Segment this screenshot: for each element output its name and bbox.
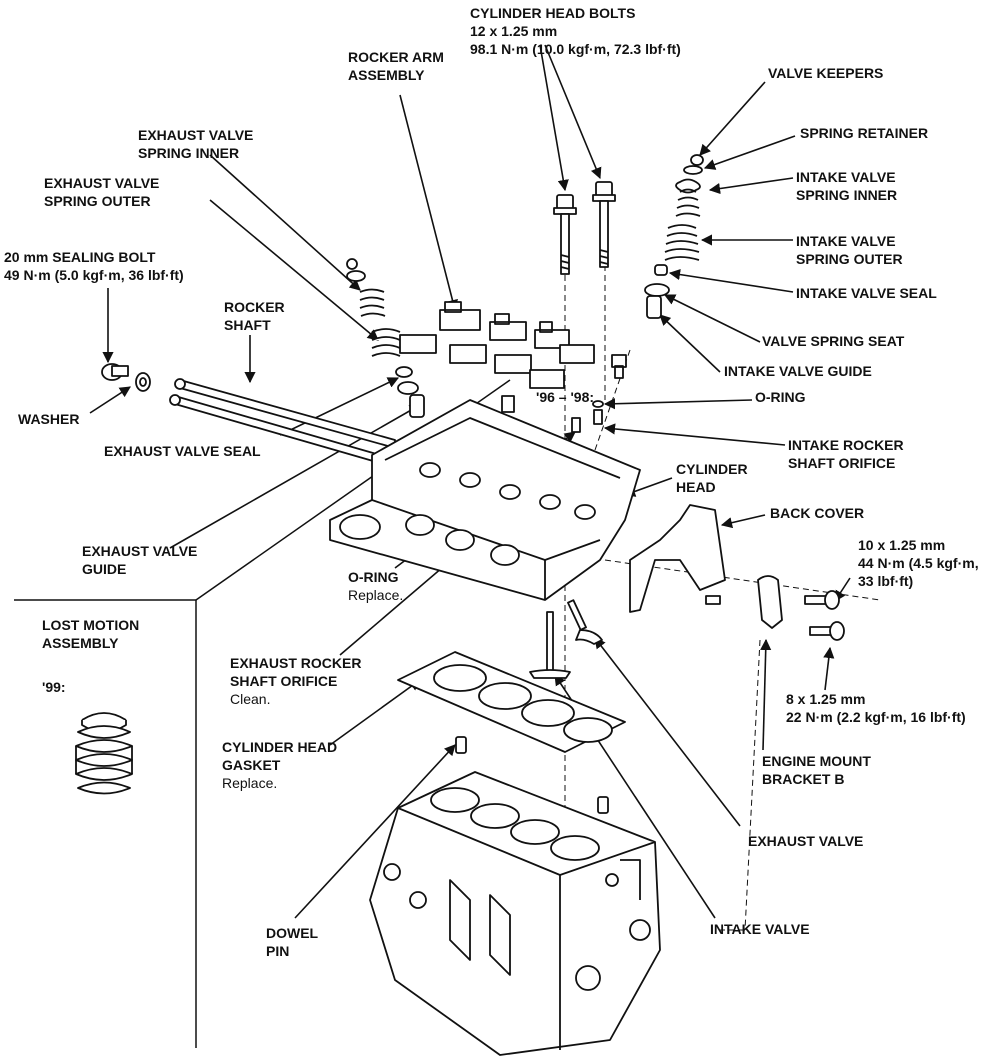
intake-valve-part — [529, 611, 571, 679]
leader-dowel-pin — [294, 744, 456, 919]
leader-cylinder-head-gasket — [329, 679, 421, 746]
cylinder-head-gasket-part — [397, 651, 626, 753]
leader-intake-valve-guide — [659, 314, 721, 373]
dowel-pins — [455, 736, 609, 814]
leader-valve-keepers — [699, 81, 766, 156]
label-years-96-98: '96 – '98: — [536, 389, 595, 405]
label-exhaust-valve-spring-outer: EXHAUST VALVE SPRING OUTER — [44, 175, 160, 209]
orifice-parts — [501, 395, 604, 433]
label-spring-retainer: SPRING RETAINER — [800, 125, 929, 141]
engine-mount-bracket-part — [757, 575, 783, 629]
leader-valve-spring-seat — [663, 294, 761, 343]
label-exhaust-rocker-shaft-orifice-note: Clean. — [230, 691, 271, 707]
leader-intake-valve-seal — [668, 269, 794, 293]
label-cylinder-head-gasket-note: Replace. — [222, 775, 278, 791]
label-sealing-bolt: 20 mm SEALING BOLT 49 N·m (5.0 kgf·m, 36… — [4, 249, 184, 283]
label-exhaust-valve-seal: EXHAUST VALVE SEAL — [104, 443, 261, 459]
leader-washer — [89, 386, 131, 414]
leader-back-cover — [720, 514, 766, 529]
leader-exhaust-valve-guide — [169, 404, 421, 549]
leader-intake-spring-inner — [708, 177, 794, 195]
label-cylinder-head-bolts: CYLINDER HEAD BOLTS 12 x 1.25 mm 98.1 N·… — [470, 5, 681, 57]
leader-head-bolt-right — [544, 44, 602, 180]
cylinder-head-part — [329, 399, 641, 601]
label-year-99: '99: — [42, 679, 66, 695]
label-o-ring-bottom: O-RING — [348, 569, 399, 585]
back-cover-part — [629, 504, 726, 613]
label-bolt-10mm-spec: 10 x 1.25 mm 44 N·m (4.5 kgf·m, 33 lbf·f… — [858, 537, 979, 589]
bolt-small — [705, 595, 721, 605]
label-intake-valve-seal: INTAKE VALVE SEAL — [796, 285, 937, 301]
label-intake-rocker-shaft-orifice: INTAKE ROCKER SHAFT ORIFICE — [788, 437, 904, 471]
leader-intake-rocker-orifice — [603, 423, 786, 446]
label-intake-valve-spring-outer: INTAKE VALVE SPRING OUTER — [796, 233, 903, 267]
label-intake-valve: INTAKE VALVE — [710, 921, 810, 937]
cylinder-head-bolt-right — [592, 181, 616, 268]
bolt-8mm — [809, 621, 845, 641]
label-valve-keepers: VALVE KEEPERS — [768, 65, 884, 81]
exhaust-valve-part — [567, 599, 603, 645]
label-bolt-8mm-spec: 8 x 1.25 mm 22 N·m (2.2 kgf·m, 16 lbf·ft… — [786, 691, 966, 725]
label-engine-mount-bracket-b: ENGINE MOUNT BRACKET B — [762, 753, 871, 787]
leader-head-bolt-left — [539, 44, 569, 192]
label-exhaust-valve-guide: EXHAUST VALVE GUIDE — [82, 543, 198, 577]
exhaust-valve-stack — [346, 258, 425, 418]
label-exhaust-valve: EXHAUST VALVE — [748, 833, 864, 849]
leader-exhaust-spring-outer — [209, 199, 379, 341]
leader-spring-retainer — [703, 135, 796, 170]
label-dowel-pin: DOWEL PIN — [266, 925, 319, 959]
label-valve-spring-seat: VALVE SPRING SEAT — [762, 333, 905, 349]
sealing-bolt — [101, 363, 129, 381]
bolt-10mm — [804, 590, 840, 610]
label-intake-valve-guide: INTAKE VALVE GUIDE — [724, 363, 872, 379]
lost-motion-assembly-part — [75, 712, 133, 795]
label-lost-motion-assembly: LOST MOTION ASSEMBLY — [42, 617, 140, 651]
leader-bolt-8mm — [823, 646, 835, 691]
leader-exhaust-spring-inner — [209, 154, 361, 291]
leader-exhaust-valve-seal — [279, 377, 400, 436]
label-exhaust-valve-spring-inner: EXHAUST VALVE SPRING INNER — [138, 127, 254, 161]
label-rocker-arm-assembly: ROCKER ARM ASSEMBLY — [348, 49, 444, 83]
rocker-arm-assembly — [399, 301, 627, 389]
label-exhaust-rocker-shaft-orifice: EXHAUST ROCKER SHAFT ORIFICE — [230, 655, 362, 689]
engine-block-part — [369, 771, 661, 1056]
label-back-cover: BACK COVER — [770, 505, 865, 521]
label-cylinder-head: CYLINDER HEAD — [676, 461, 748, 495]
label-intake-valve-spring-inner: INTAKE VALVE SPRING INNER — [796, 169, 898, 203]
label-washer: WASHER — [18, 411, 80, 427]
leader-o-ring-top — [603, 398, 753, 410]
leader-rocker-arm — [399, 94, 458, 312]
cylinder-head-bolt-left — [553, 194, 577, 275]
label-cylinder-head-gasket: CYLINDER HEAD GASKET — [222, 739, 338, 773]
leader-exhaust-valve — [594, 637, 741, 827]
label-o-ring-top: O-RING — [755, 389, 806, 405]
washer-part — [135, 372, 151, 392]
label-o-ring-bottom-note: Replace. — [348, 587, 404, 603]
label-rocker-shaft: ROCKER SHAFT — [224, 299, 285, 333]
leader-engine-mount-bracket — [760, 638, 772, 751]
intake-valve-stack — [644, 154, 704, 319]
